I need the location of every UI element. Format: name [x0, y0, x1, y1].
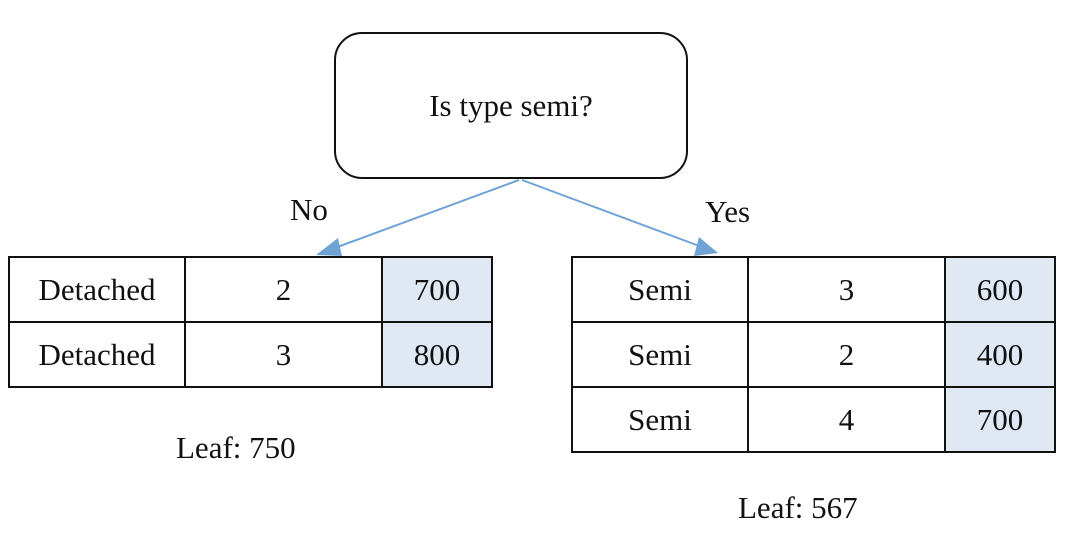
edge-yes-arrowhead — [694, 237, 718, 256]
type-cell: Semi — [571, 386, 749, 453]
branch-label-yes: Yes — [705, 194, 751, 229]
table-row: Semi 4 700 — [571, 386, 1056, 453]
right-leaf-label: Leaf: 567 — [738, 490, 858, 525]
decision-node: Is type semi? — [334, 32, 688, 179]
value-cell: 400 — [944, 321, 1056, 388]
rooms-cell: 2 — [184, 256, 383, 323]
branch-label-no: No — [290, 192, 328, 227]
table-row: Semi 3 600 — [571, 256, 1056, 323]
type-cell: Semi — [571, 256, 749, 323]
table-row: Detached 3 800 — [8, 321, 493, 388]
table-row: Semi 2 400 — [571, 321, 1056, 388]
value-cell: 800 — [381, 321, 493, 388]
type-cell: Detached — [8, 256, 186, 323]
right-leaf-table: Semi 3 600 Semi 2 400 Semi 4 700 — [571, 256, 1056, 453]
edge-yes-line — [521, 179, 703, 248]
edge-no-line — [331, 179, 520, 250]
rooms-cell: 3 — [184, 321, 383, 388]
decision-question: Is type semi? — [429, 87, 593, 123]
value-cell: 700 — [944, 386, 1056, 453]
value-cell: 700 — [381, 256, 493, 323]
rooms-cell: 4 — [747, 386, 946, 453]
table-row: Detached 2 700 — [8, 256, 493, 323]
type-cell: Detached — [8, 321, 186, 388]
rooms-cell: 2 — [747, 321, 946, 388]
type-cell: Semi — [571, 321, 749, 388]
left-leaf-table: Detached 2 700 Detached 3 800 — [8, 256, 493, 388]
rooms-cell: 3 — [747, 256, 946, 323]
left-leaf-label: Leaf: 750 — [176, 430, 296, 465]
value-cell: 600 — [944, 256, 1056, 323]
edge-no-arrowhead — [316, 238, 342, 256]
